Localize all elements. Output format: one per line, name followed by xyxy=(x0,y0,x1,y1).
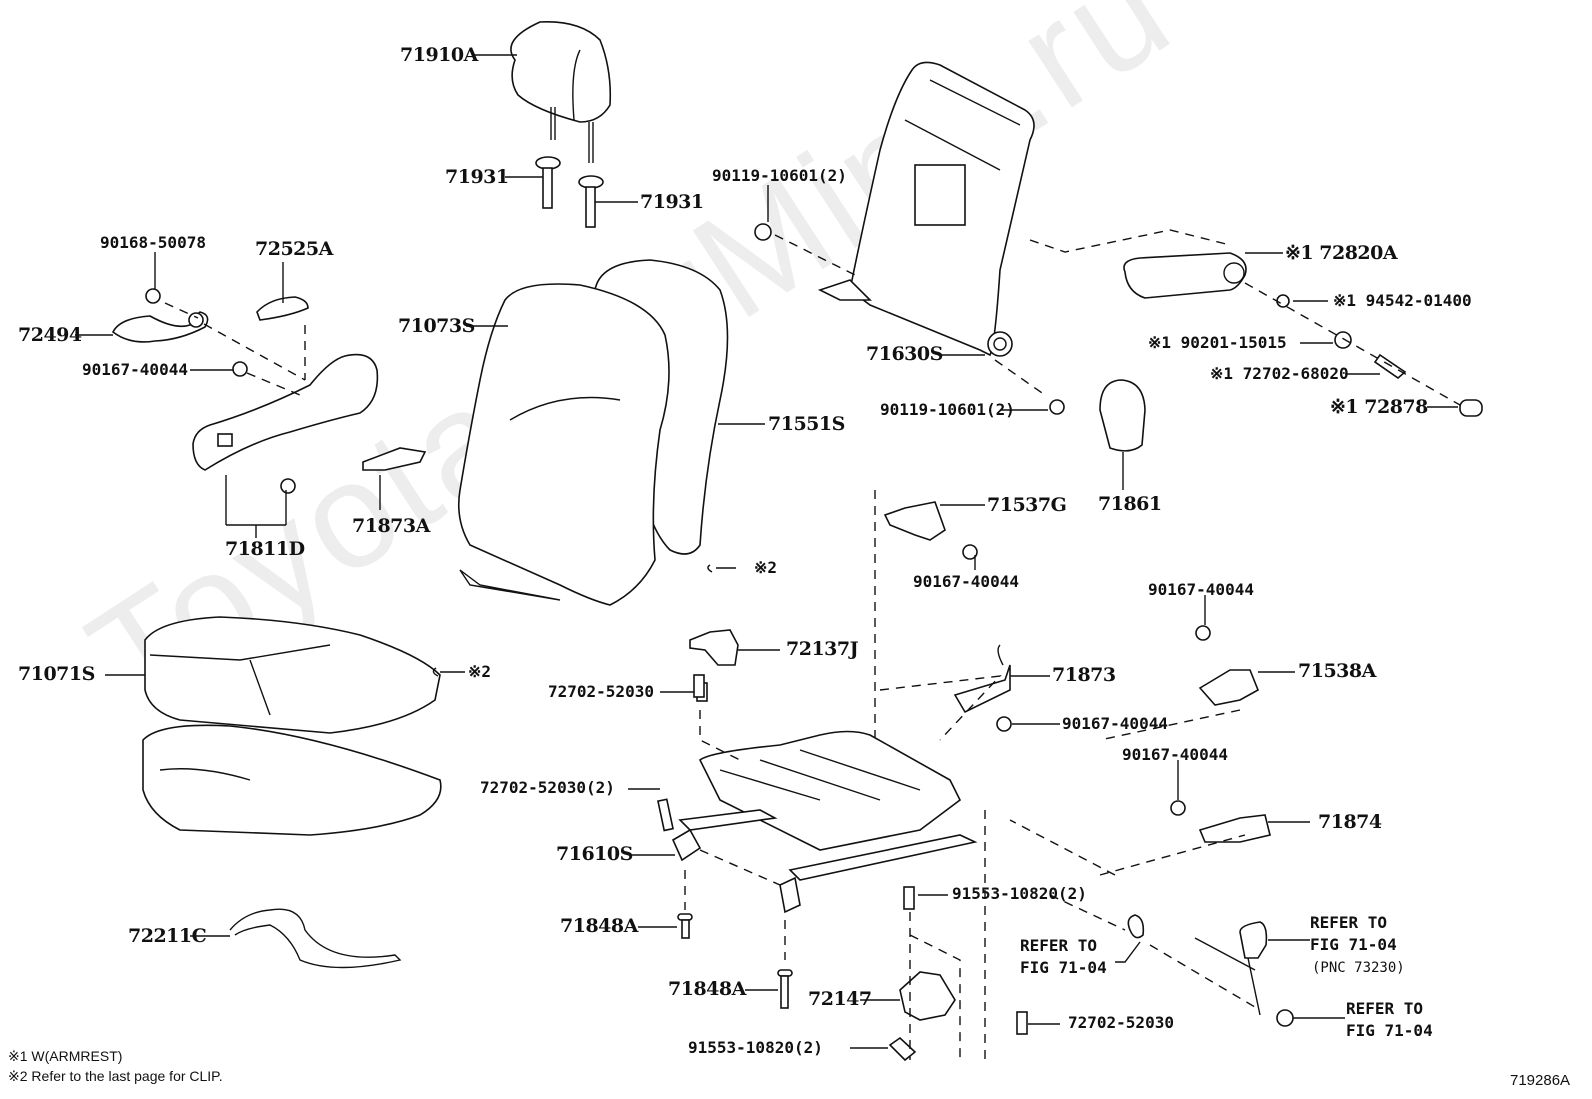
label-armrest: ※1 72820A xyxy=(1285,242,1398,264)
label-bracket-71537g: 71537G xyxy=(987,494,1067,516)
pnc-note: (PNC 73230) xyxy=(1312,960,1405,976)
knob-part xyxy=(1099,379,1146,452)
lower-bracket-parts xyxy=(888,886,1028,1062)
label-screw-71873: 90167-40044 xyxy=(1062,714,1168,733)
label-bolt-72702-a: 72702-52030 xyxy=(548,682,654,701)
seatback-frame-part xyxy=(817,61,1035,357)
refer-to-fig-buckle[interactable]: REFER TO FIG 71-04 xyxy=(1310,913,1397,954)
label-cover-71538a: 71538A xyxy=(1298,660,1376,682)
footnote-2-text: Refer to the last page for CLIP. xyxy=(31,1068,223,1084)
pin-parts xyxy=(677,913,793,1009)
label-pin-a: 71848A xyxy=(560,915,638,937)
label-screw-71874: 90167-40044 xyxy=(1122,745,1228,764)
label-armrest-washer: ※1 90201-15015 xyxy=(1148,333,1287,352)
footnote-2-mark: ※2 xyxy=(8,1068,28,1084)
footnote-1-text: W(ARMREST) xyxy=(31,1048,123,1064)
refer-to-fig-nut[interactable]: REFER TO FIG 71-04 xyxy=(1346,999,1433,1040)
label-bolt-91553-bottom: 91553-10820(2) xyxy=(688,1038,823,1057)
footnote-1-mark: ※1 xyxy=(8,1048,28,1064)
label-bolt-72702-c: 72702-52030 xyxy=(1068,1013,1174,1032)
label-bolt-72702-b: 72702-52030(2) xyxy=(480,778,615,797)
label-bolt-91553-top: 91553-10820(2) xyxy=(952,884,1087,903)
label-cover-71873: 71873 xyxy=(1052,664,1116,686)
label-back-frame: 71630S xyxy=(866,343,943,365)
label-armrest-nut: ※1 94542-01400 xyxy=(1333,291,1472,310)
label-armrest-cap: ※1 72878 xyxy=(1330,396,1428,418)
label-cover-72137j: 72137J xyxy=(786,638,859,660)
label-back-cover: 71073S xyxy=(398,315,475,337)
label-pin-b: 71848A xyxy=(668,978,746,1000)
footnote-1: ※1 W(ARMREST) xyxy=(8,1048,122,1065)
label-headrest-support-right: 71931 xyxy=(640,191,704,213)
label-armrest-bolt: ※1 72702-68020 xyxy=(1210,364,1349,383)
label-clip-72525a: 72525A xyxy=(255,238,333,260)
side-cover-parts xyxy=(111,288,427,494)
label-bolt-top: 90119-10601(2) xyxy=(712,166,847,185)
figure-id: 719286A xyxy=(1510,1072,1571,1089)
label-headrest-support-left: 71931 xyxy=(445,166,509,188)
label-wire: 72211C xyxy=(128,925,207,947)
label-cover-72494: 72494 xyxy=(18,324,82,346)
label-screw-90168: 90168-50078 xyxy=(100,233,206,252)
label-adjuster: 71610S xyxy=(556,843,633,865)
bracket-parts xyxy=(689,501,1271,843)
seat-cushion-parts xyxy=(142,616,442,969)
label-clip-cushion: ※2 xyxy=(468,662,492,681)
footnote-2: ※2 Refer to the last page for CLIP. xyxy=(8,1068,223,1085)
headrest-part xyxy=(510,21,612,163)
label-screw-71537g: 90167-40044 xyxy=(913,572,1019,591)
seatback-parts xyxy=(457,259,729,606)
label-clip-back: ※2 xyxy=(754,558,778,577)
label-screw-71538a: 90167-40044 xyxy=(1148,580,1254,599)
headrest-support-parts xyxy=(535,156,604,228)
label-bracket-72147: 72147 xyxy=(808,988,872,1010)
label-cushion-cover: 71071S xyxy=(18,663,95,685)
seatbelt-parts xyxy=(1127,914,1294,1027)
refer-to-fig-left[interactable]: REFER TO FIG 71-04 xyxy=(1020,936,1107,977)
label-cover-71874: 71874 xyxy=(1318,811,1382,833)
label-back-pad: 71551S xyxy=(768,413,845,435)
label-bolt-frame: 90119-10601(2) xyxy=(880,400,1015,419)
seat-adjuster-part xyxy=(657,674,978,914)
label-cover-71873a: 71873A xyxy=(352,515,430,537)
label-shield-71811d: 71811D xyxy=(225,538,305,560)
label-knob: 71861 xyxy=(1098,493,1162,515)
label-screw-shield: 90167-40044 xyxy=(82,360,188,379)
label-headrest: 71910A xyxy=(400,44,478,66)
